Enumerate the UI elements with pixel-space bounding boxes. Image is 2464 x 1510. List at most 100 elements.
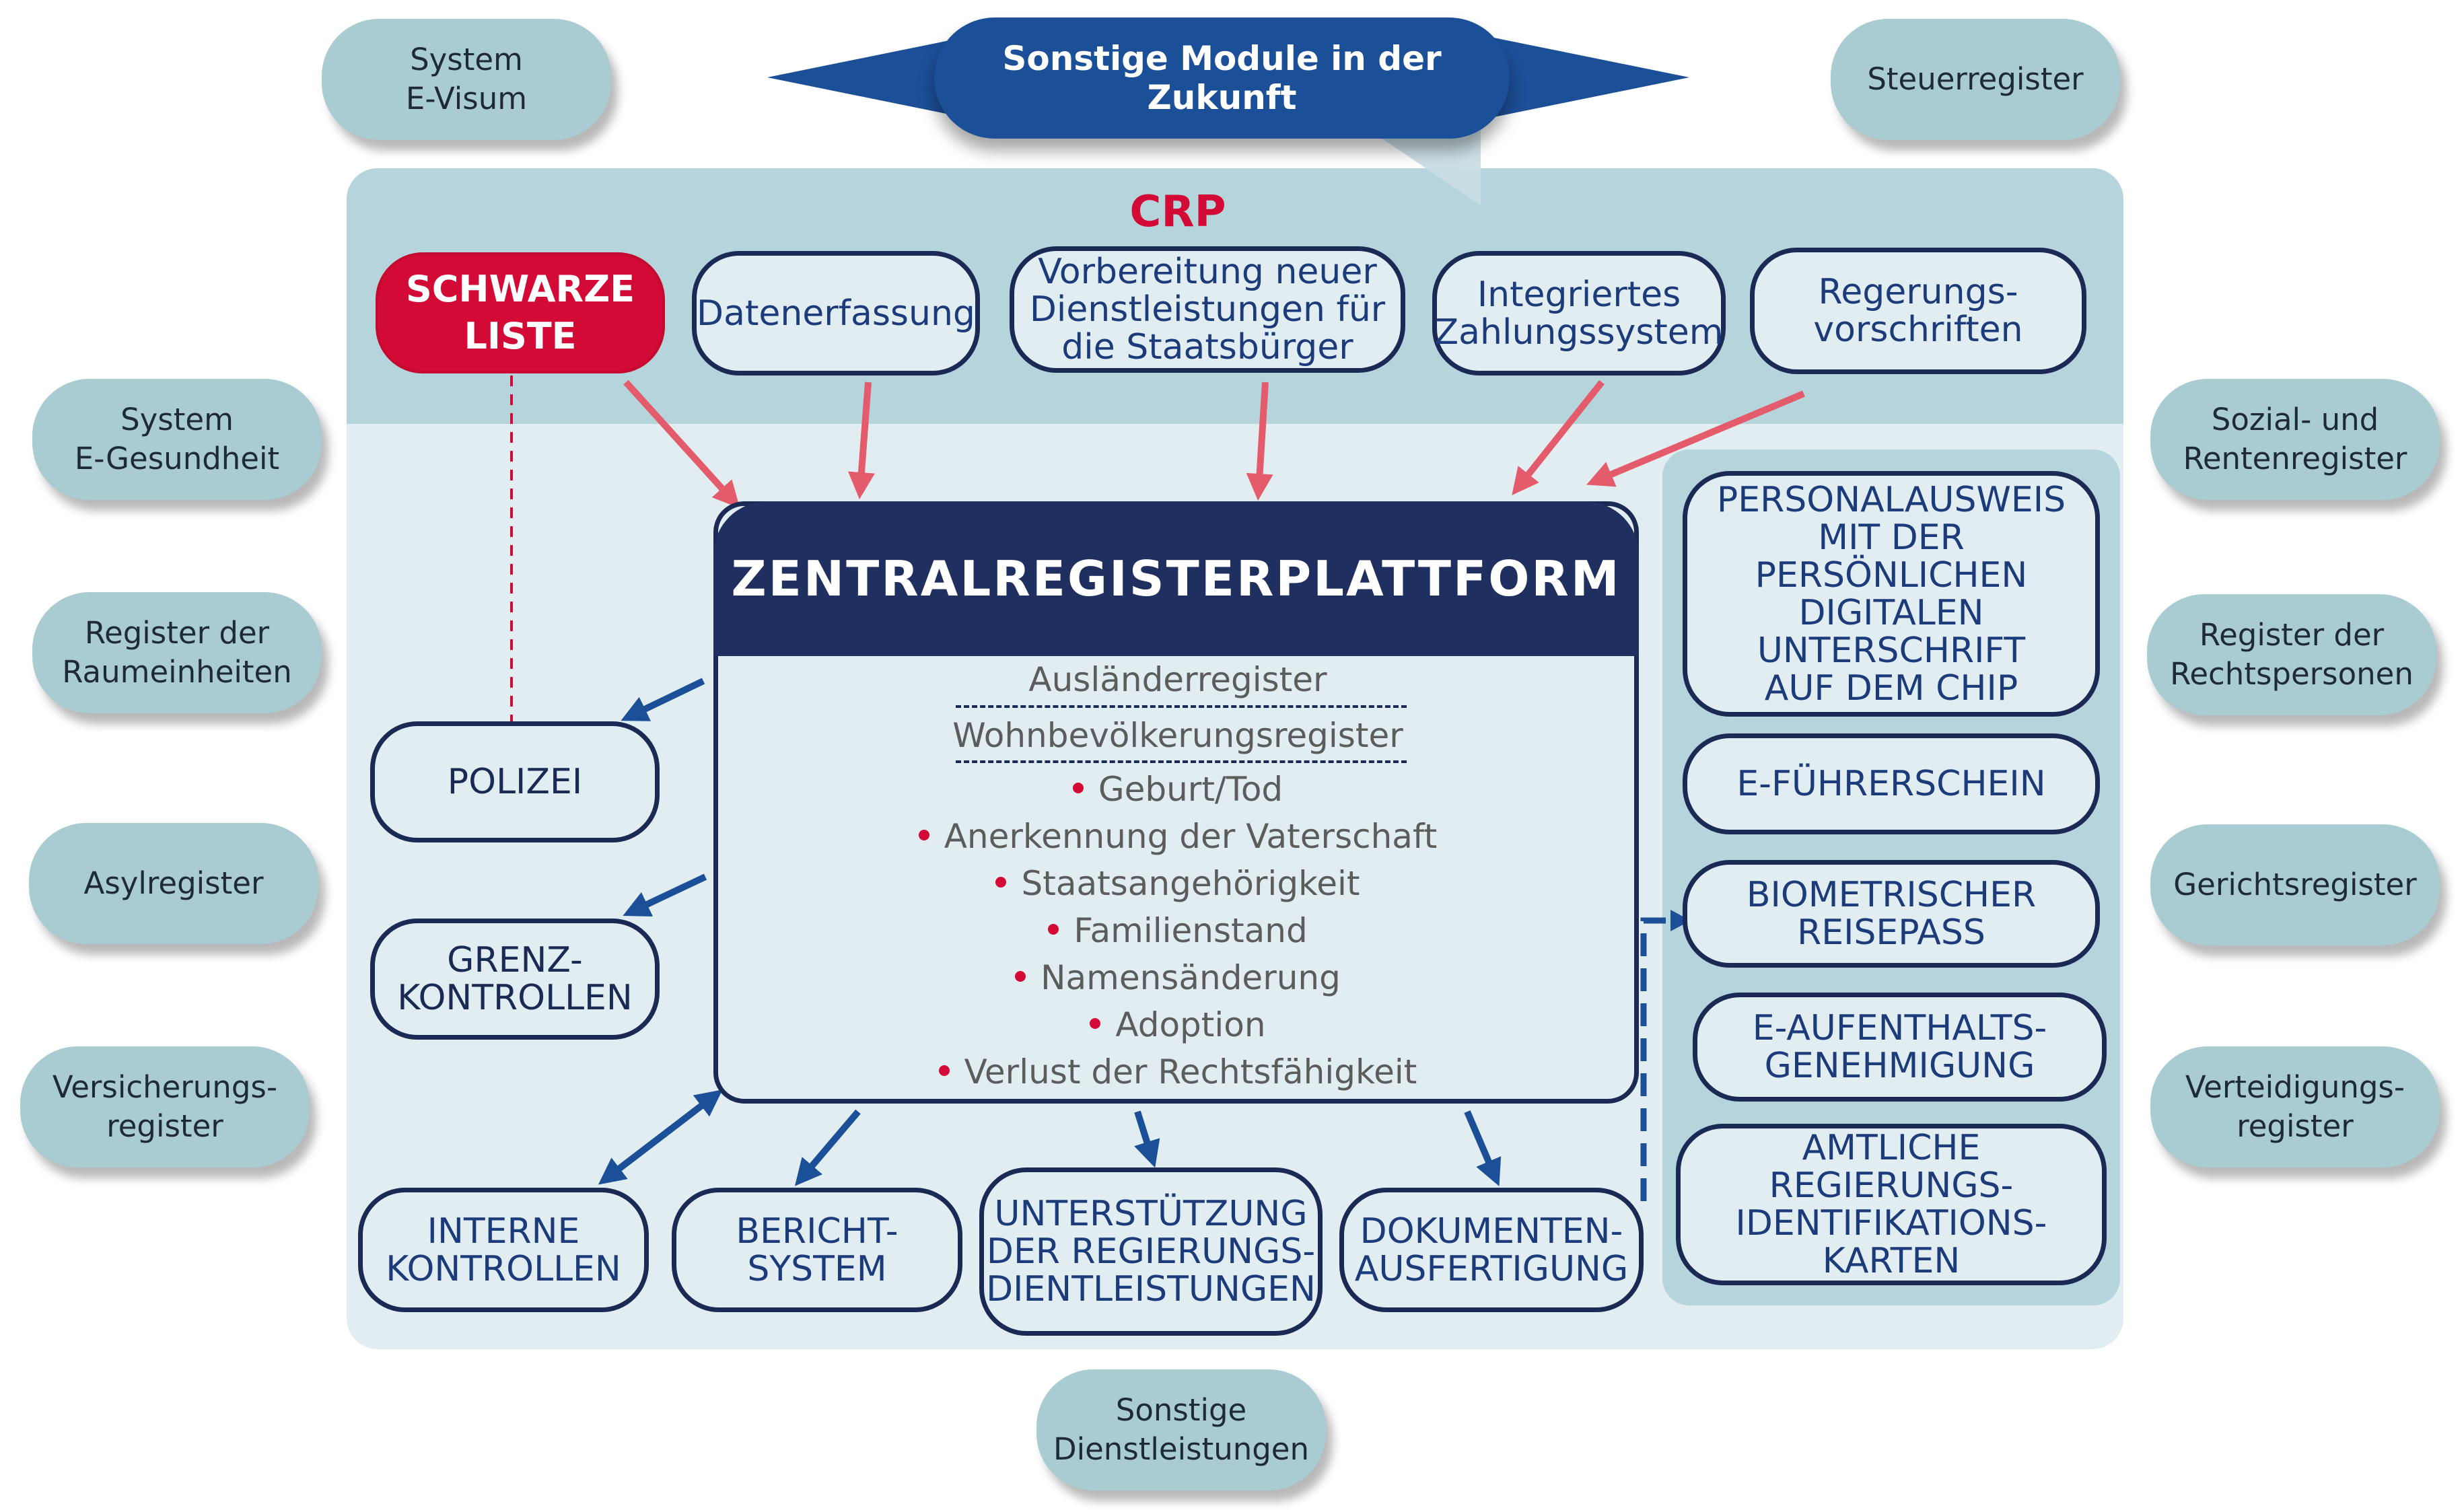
- pink-arrow: [1512, 380, 1605, 495]
- register-label: Ausländerregister: [1028, 660, 1327, 699]
- service-label: KONTROLLEN: [386, 1248, 621, 1289]
- service-label: AUSFERTIGUNG: [1354, 1248, 1629, 1289]
- service-label: DIENTLEISTUNGEN: [986, 1269, 1316, 1309]
- bullet-icon: [938, 1065, 950, 1076]
- service-label: DER REGIERUNGS-: [986, 1231, 1316, 1272]
- register-separator: [956, 760, 1407, 763]
- external-label: Asylregister: [83, 865, 264, 901]
- document-label: BIOMETRISCHER: [1746, 875, 2037, 915]
- register-item: Ausländerregister: [942, 656, 1413, 703]
- event-label: Familienstand: [1073, 911, 1308, 950]
- service-label: KONTROLLEN: [397, 978, 633, 1018]
- insurance-register-pill[interactable]: Versicherungs- register: [20, 1046, 310, 1167]
- document-label: AUF DEM CHIP: [1764, 668, 2018, 709]
- register-label: Wohnbevölkerungsregister: [952, 715, 1403, 755]
- pink-arrow: [1246, 382, 1273, 501]
- external-label: E-Visum: [405, 81, 528, 116]
- document-label: MIT DER: [1818, 517, 1965, 558]
- external-label: register: [2237, 1108, 2354, 1144]
- event-label: Verlust der Rechtsfähigkeit: [964, 1052, 1417, 1091]
- document-label: AMTLICHE: [1802, 1128, 1981, 1168]
- bullet-icon: [918, 829, 929, 840]
- crp-label: CRP: [1129, 187, 1226, 237]
- blue-arrow: [1134, 1110, 1160, 1168]
- module-label: Vorbereitung neuer: [1038, 252, 1377, 292]
- external-label: Rechtspersonen: [2170, 656, 2414, 692]
- external-label: Rentenregister: [2183, 441, 2407, 476]
- blue-arrow: [1464, 1110, 1502, 1186]
- black-list-line: LISTE: [464, 315, 577, 357]
- bullet-icon: [1015, 970, 1026, 982]
- external-label: Steuerregister: [1867, 61, 2084, 97]
- register-item: Wohnbevölkerungsregister: [942, 710, 1413, 760]
- court-register-pill[interactable]: Gerichtsregister: [2150, 824, 2440, 945]
- e-health-system-pill[interactable]: System E-Gesundheit: [32, 379, 322, 500]
- event-label: Namensänderung: [1041, 958, 1341, 997]
- external-label: Raumeinheiten: [62, 654, 292, 690]
- external-label: Versicherungs-: [52, 1069, 278, 1105]
- biometric-passport-box[interactable]: BIOMETRISCHER REISEPASS: [1683, 860, 2100, 968]
- reporting-system-box[interactable]: BERICHT- SYSTEM: [672, 1188, 962, 1312]
- service-label: BERICHT-: [736, 1211, 899, 1252]
- module-label: Zahlungssystem: [1434, 312, 1724, 353]
- defence-register-pill[interactable]: Verteidigungs- register: [2150, 1046, 2440, 1167]
- event-item: Adoption: [774, 1001, 1582, 1048]
- document-label: E-AUFENTHALTS-: [1752, 1008, 2047, 1048]
- external-label: System: [410, 42, 523, 77]
- future-modules-banner[interactable]: Sonstige Module in der Zukunft: [934, 17, 1510, 139]
- e-driving-licence-box[interactable]: E-FÜHRERSCHEIN: [1683, 733, 2100, 834]
- government-services-support-box[interactable]: UNTERSTÜTZUNG DER REGIERUNGS- DIENTLEIST…: [979, 1167, 1323, 1336]
- government-id-cards-box[interactable]: AMTLICHE REGIERUNGS- IDENTIFIKATIONS- KA…: [1676, 1124, 2107, 1285]
- black-list-box[interactable]: SCHWARZE LISTE: [376, 252, 665, 373]
- id-card-box[interactable]: PERSONALAUSWEIS MIT DER PERSÖNLICHEN DIG…: [1683, 471, 2100, 717]
- document-label: REGIERUNGS-: [1769, 1165, 2014, 1206]
- data-collection-module[interactable]: Datenerfassung: [692, 251, 980, 375]
- pink-arrow: [1586, 390, 1805, 487]
- e-residence-permit-box[interactable]: E-AUFENTHALTS- GENEHMIGUNG: [1693, 993, 2107, 1102]
- service-label: GRENZ-: [447, 940, 583, 980]
- event-label: Anerkennung der Vaterschaft: [944, 817, 1438, 856]
- crp-title: CRP: [1050, 185, 1306, 239]
- central-platform-header: ZENTRALREGISTERPLATTFORM: [713, 501, 1639, 656]
- document-label: GENEHMIGUNG: [1764, 1046, 2035, 1086]
- future-modules-label: Sonstige Module in der Zukunft: [1002, 39, 1442, 117]
- bullet-icon: [1090, 1017, 1101, 1029]
- event-item: Geburt/Tod: [774, 766, 1582, 813]
- event-label: Adoption: [1115, 1005, 1266, 1044]
- police-box[interactable]: POLIZEI: [370, 721, 660, 842]
- internal-controls-box[interactable]: INTERNE KONTROLLEN: [358, 1188, 649, 1312]
- new-citizen-services-module[interactable]: Vorbereitung neuer Dienstleistungen für …: [1010, 246, 1405, 373]
- social-pension-register-pill[interactable]: Sozial- und Rentenregister: [2150, 379, 2440, 500]
- legal-entities-register-pill[interactable]: Register der Rechtspersonen: [2147, 594, 2436, 715]
- document-label: DIGITALEN: [1798, 592, 1984, 633]
- bullet-icon: [995, 876, 1007, 888]
- external-label: E-Gesundheit: [74, 441, 280, 476]
- other-services-pill[interactable]: Sonstige Dienstleistungen: [1036, 1369, 1326, 1490]
- document-label: IDENTIFIKATIONS-: [1735, 1203, 2047, 1244]
- external-label: Register der: [84, 615, 270, 651]
- tax-register-pill[interactable]: Steuerregister: [1831, 19, 2120, 140]
- blue-arrow: [598, 1089, 723, 1185]
- document-production-box[interactable]: DOKUMENTEN- AUSFERTIGUNG: [1339, 1188, 1644, 1312]
- external-label: Verteidigungs-: [2185, 1069, 2405, 1105]
- event-item: Namensänderung: [774, 954, 1582, 1001]
- government-regulations-module[interactable]: Regerungs- vorschriften: [1750, 248, 2086, 374]
- bullet-icon: [1072, 782, 1084, 793]
- module-label: Datenerfassung: [697, 293, 975, 334]
- module-label: Regerungs-: [1818, 272, 2018, 312]
- asylum-register-pill[interactable]: Asylregister: [29, 823, 318, 944]
- document-label: REISEPASS: [1797, 912, 1985, 953]
- border-control-box[interactable]: GRENZ- KONTROLLEN: [370, 919, 660, 1040]
- document-link: [1640, 917, 1673, 1201]
- blue-arrow: [621, 678, 705, 721]
- e-visa-system-pill[interactable]: System E-Visum: [322, 19, 611, 140]
- event-item: Familienstand: [774, 907, 1582, 954]
- pink-arrow: [623, 380, 740, 509]
- external-label: Sozial- und: [2211, 402, 2379, 437]
- spatial-units-register-pill[interactable]: Register der Raumeinheiten: [32, 592, 322, 713]
- payment-system-module[interactable]: Integriertes Zahlungssystem: [1432, 251, 1726, 375]
- register-separator: [956, 705, 1407, 708]
- document-label: KARTEN: [1822, 1241, 1961, 1281]
- external-label: System: [120, 402, 234, 437]
